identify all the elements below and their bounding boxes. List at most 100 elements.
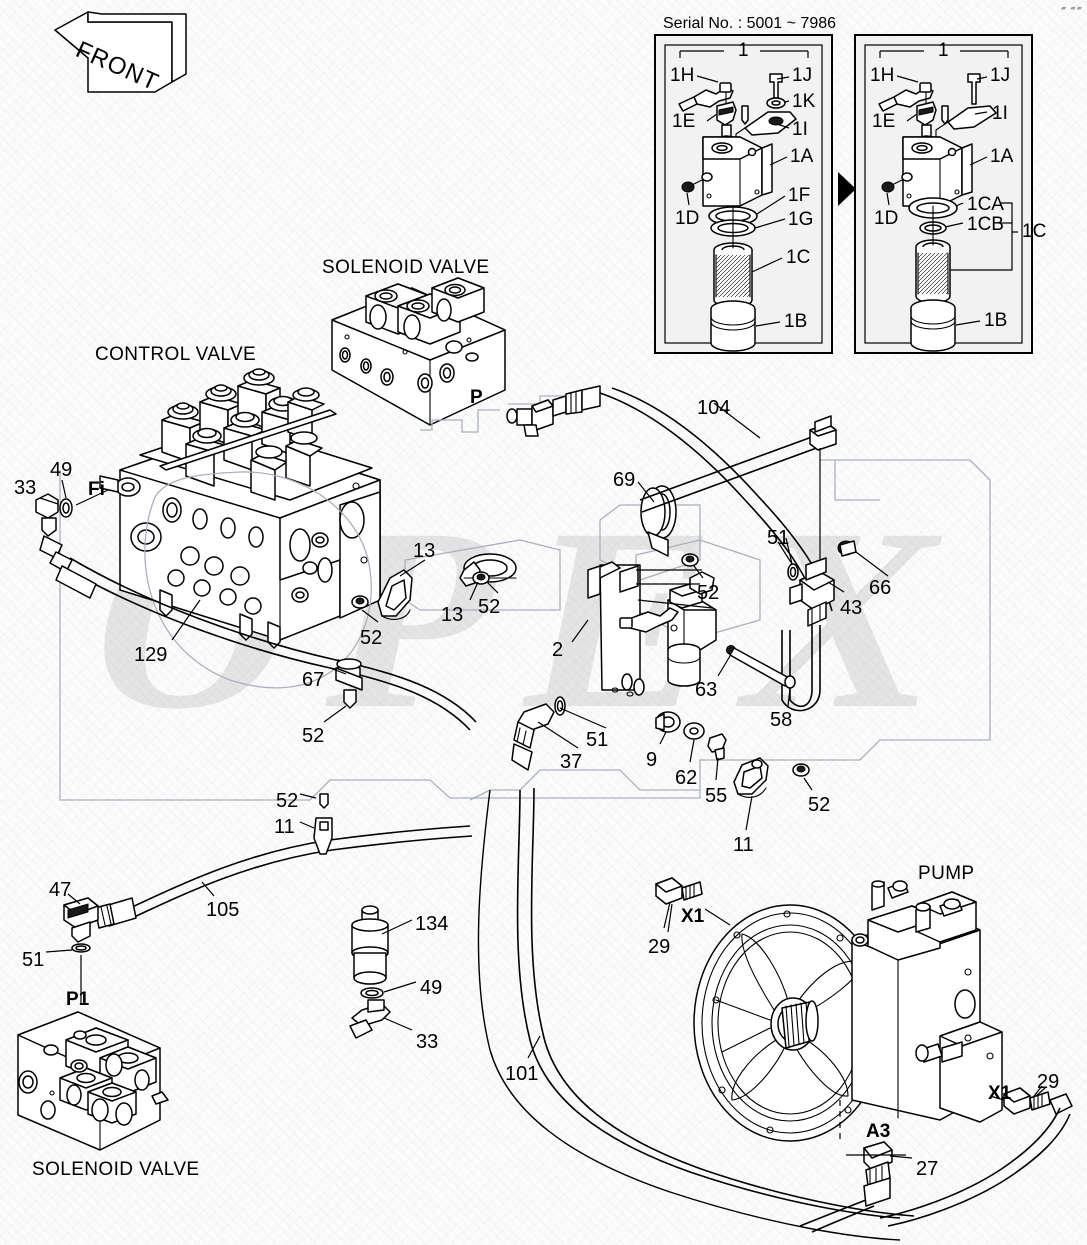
callout-104: 104 — [697, 397, 731, 419]
callout-33-b: 33 — [416, 1031, 439, 1053]
callout-58: 58 — [770, 709, 793, 731]
port-label-fi: Fi — [88, 479, 105, 500]
callout-52-d: 52 — [697, 582, 720, 604]
detail-right-1B: 1B — [984, 310, 1008, 331]
callout-105: 105 — [206, 899, 240, 921]
callout-13-a: 13 — [413, 540, 436, 562]
detail-right-1H: 1H — [870, 65, 895, 86]
nut-52-13r — [472, 571, 490, 585]
detail-right-1J: 1J — [990, 65, 1011, 86]
detail-panel-left — [654, 34, 833, 354]
plug-x1-left — [655, 877, 703, 905]
callout-51-a: 51 — [767, 527, 790, 549]
detail-left-1E: 1E — [672, 111, 696, 132]
detail-panel-right — [854, 34, 1033, 354]
hose-104-fitting — [809, 415, 837, 451]
callout-63: 63 — [695, 679, 718, 701]
callout-69: 69 — [613, 469, 636, 491]
callout-29-b: 29 — [1037, 1071, 1060, 1093]
callout-43: 43 — [840, 597, 863, 619]
fitting-27 — [863, 1141, 893, 1207]
solenoid-valve-bottom-graphic — [17, 1011, 169, 1151]
detail-left-1C: 1C — [786, 247, 811, 268]
clamp-11-left — [313, 793, 333, 855]
phantom-line-solenoid-p — [420, 409, 500, 433]
detail-left-1H: 1H — [670, 65, 695, 86]
nut-52-top — [681, 553, 699, 567]
callout-101: 101 — [505, 1063, 539, 1085]
detail-left-1D: 1D — [675, 208, 700, 229]
callout-13-b: 13 — [441, 604, 464, 626]
detail-left-1K: 1K — [792, 91, 816, 112]
callout-62: 62 — [675, 767, 698, 789]
fitting-33-assembly — [35, 493, 73, 573]
solenoid-valve-top-graphic — [331, 277, 506, 426]
panel-transition-arrow — [838, 172, 856, 206]
hose-101-a — [516, 789, 901, 1219]
callout-29-a: 29 — [648, 936, 671, 958]
port-label-p1: P1 — [66, 989, 90, 1010]
callout-9: 9 — [646, 749, 658, 771]
corner-artifact: ▰ ▰▰ — [1060, 5, 1083, 12]
filter-assembly-1 — [619, 571, 717, 687]
port-label-a3: A3 — [866, 1121, 891, 1142]
fitting-47 — [63, 897, 99, 953]
callout-11-a: 11 — [733, 834, 754, 856]
callout-52-b: 52 — [478, 596, 501, 618]
callout-51-b: 51 — [586, 729, 609, 751]
front-arrow-graphic — [54, 11, 187, 93]
callout-2: 2 — [552, 639, 564, 661]
clamp-11-center — [733, 757, 769, 798]
detail-right-1E: 1E — [872, 111, 896, 132]
detail-left-1I: 1I — [792, 119, 808, 140]
callout-47: 47 — [49, 879, 72, 901]
grommet-69 — [640, 485, 677, 557]
detail-left-1B: 1B — [784, 311, 808, 332]
fitting-37 — [511, 696, 566, 771]
detail-right-1C: 1C — [1022, 221, 1047, 242]
title-solenoid-valve-top: SOLENOID VALVE — [322, 257, 490, 278]
callout-134: 134 — [415, 913, 449, 935]
clamp-13-left — [377, 569, 413, 620]
detail-right-1D: 1D — [874, 208, 899, 229]
detail-right-1I: 1I — [992, 103, 1008, 124]
hose-104-end — [552, 385, 601, 417]
part-134-stack — [349, 905, 391, 1039]
detail-left-1G: 1G — [788, 209, 814, 230]
detail-right-1A: 1A — [990, 146, 1014, 167]
detail-left-1J: 1J — [792, 65, 813, 86]
detail-left-bracket-1: 1 — [738, 40, 749, 61]
callout-66: 66 — [869, 577, 892, 599]
callout-67: 67 — [302, 669, 325, 691]
callout-37: 37 — [560, 751, 583, 773]
control-valve-graphic — [99, 368, 381, 649]
nut-52-mid — [351, 595, 369, 609]
detail-left-1F: 1F — [788, 185, 811, 206]
detail-right-1CA: 1CA — [967, 194, 1004, 215]
p-port-fitting — [506, 399, 554, 437]
callout-49-a: 49 — [50, 459, 73, 481]
pump-graphic — [693, 880, 1003, 1142]
callout-52-e: 52 — [808, 794, 831, 816]
detail-right-bracket-1: 1 — [938, 40, 949, 61]
serial-note: Serial No. : 5001 ~ 7986 — [663, 15, 837, 32]
callout-52-a: 52 — [360, 627, 383, 649]
port-label-x1-right: X1 — [988, 1083, 1012, 1104]
callout-52-c: 52 — [302, 725, 325, 747]
callout-55: 55 — [705, 785, 728, 807]
title-control-valve: CONTROL VALVE — [95, 344, 257, 365]
detail-right-1CB: 1CB — [967, 214, 1004, 235]
callout-11-b: 11 — [274, 816, 295, 838]
parts-9-62-55 — [655, 711, 727, 761]
port-label-p: P — [470, 387, 483, 408]
callout-33-a: 33 — [14, 477, 37, 499]
pin-63 — [726, 645, 796, 689]
callout-52-f: 52 — [276, 790, 299, 812]
plug-x1-right — [1003, 1087, 1073, 1115]
callout-49-b: 49 — [420, 977, 443, 999]
clamp-67 — [335, 658, 363, 709]
callout-51-c: 51 — [22, 949, 45, 971]
title-solenoid-valve-bottom: SOLENOID VALVE — [32, 1159, 200, 1180]
nut-52-right — [792, 763, 810, 777]
